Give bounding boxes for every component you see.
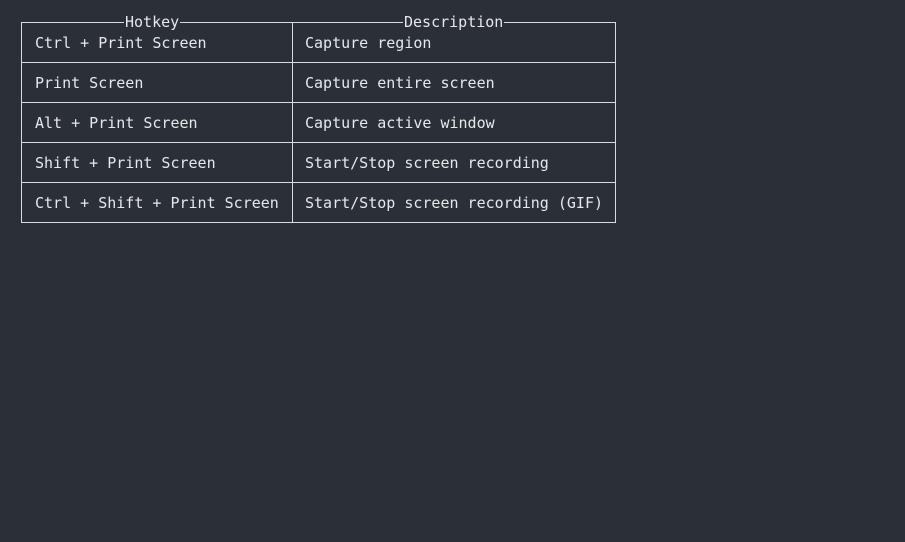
- hotkey-cell: Shift + Print Screen: [35, 154, 216, 172]
- description-cell: Capture region: [305, 34, 432, 52]
- hotkey-cell: Ctrl + Print Screen: [35, 34, 207, 52]
- description-column-header: Description: [403, 13, 505, 31]
- description-cell: Capture entire screen: [305, 74, 495, 92]
- row-divider: [22, 102, 615, 103]
- hotkey-cell: Print Screen: [35, 74, 144, 92]
- column-divider: [292, 23, 293, 222]
- row-divider: [22, 62, 615, 63]
- row-divider: [22, 142, 615, 143]
- description-cell: Start/Stop screen recording (GIF): [305, 194, 604, 212]
- hotkey-column-header: Hotkey: [124, 13, 181, 31]
- description-cell: Capture active window: [305, 114, 495, 132]
- hotkey-table: Hotkey Description Ctrl + Print Screen C…: [21, 14, 616, 223]
- description-cell: Start/Stop screen recording: [305, 154, 549, 172]
- row-divider: [22, 182, 615, 183]
- hotkey-cell: Alt + Print Screen: [35, 114, 198, 132]
- hotkey-cell: Ctrl + Shift + Print Screen: [35, 194, 279, 212]
